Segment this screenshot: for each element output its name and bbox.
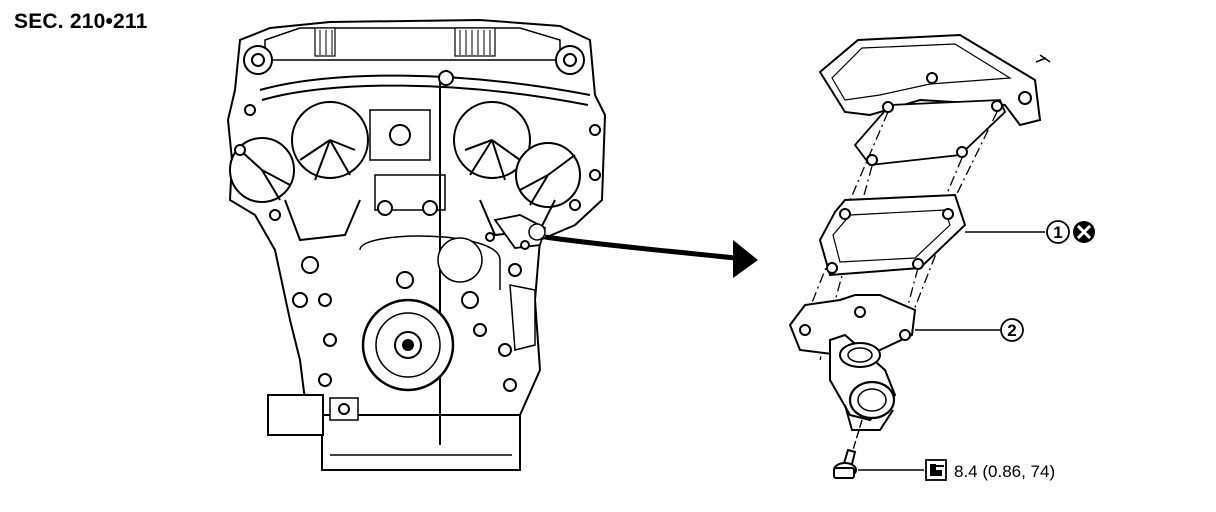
detail-arrow xyxy=(544,234,758,278)
leader-lines xyxy=(858,231,1045,471)
mounting-bolt xyxy=(833,419,863,479)
engine-front-view xyxy=(226,18,607,471)
torque-value: 8.4 (0.86, 74) xyxy=(954,462,1055,481)
callout-2: 2 xyxy=(1000,318,1024,342)
thermostat-housing-part-2 xyxy=(788,294,917,431)
water-outlet-upper xyxy=(818,33,1051,166)
callout-2-number: 2 xyxy=(1007,321,1016,340)
do-not-reuse-icon xyxy=(1073,221,1095,243)
torque-wrench-icon xyxy=(925,459,947,481)
gasket-part-1 xyxy=(818,193,967,277)
callout-1: 1 xyxy=(1046,220,1095,244)
callout-1-number: 1 xyxy=(1053,223,1062,242)
torque-spec: 8.4 (0.86, 74) xyxy=(925,459,1055,481)
section-label: SEC. 210•211 xyxy=(14,10,148,33)
